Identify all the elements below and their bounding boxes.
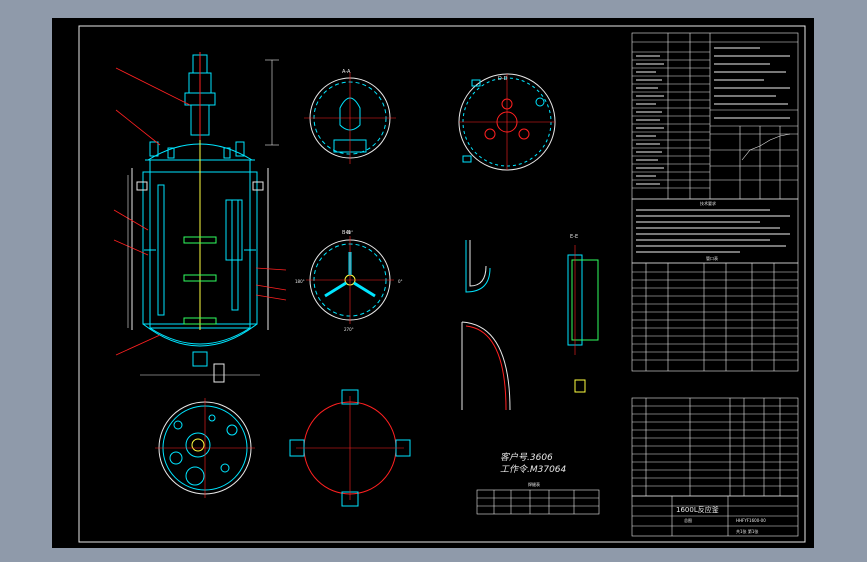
drawing-sheet [52, 18, 814, 548]
section-e-view [567, 245, 599, 393]
parts-list-table [631, 397, 799, 497]
title-sheet-number: 共1张 第1张 [736, 528, 758, 534]
detail-head-view [461, 240, 511, 411]
section-a-view [304, 72, 396, 164]
vessel-leader-lines [113, 67, 287, 356]
section-b-label: B-B [342, 230, 351, 236]
title-drawing-sub: 总图 [684, 517, 692, 523]
design-data-text-lines [636, 47, 790, 185]
section-c-view [289, 389, 411, 507]
nozzle-table [631, 262, 799, 372]
title-block [631, 495, 799, 537]
vessel-elevation-view [131, 52, 269, 383]
work-order-number: 工作令.M37064 [500, 464, 567, 475]
section-e-label: E-E [570, 234, 578, 240]
section-a-label: A-A [342, 69, 351, 75]
angle-label-left: 180° [295, 279, 305, 284]
title-drawing-code: HHFYF1600-00 [736, 518, 766, 523]
section-d-view [458, 73, 556, 171]
vessel-dimensions [127, 59, 279, 376]
nozzle-table-header: 管口表 [706, 255, 718, 261]
customer-number: 客户号.3606 [500, 452, 553, 463]
section-d-label: D-D [498, 76, 508, 82]
technical-notes [631, 198, 799, 264]
angle-label-bottom: 270° [344, 327, 354, 332]
design-table-curve [741, 133, 791, 161]
title-drawing-name: 1600L反应釜 [676, 505, 719, 514]
angle-label-top: 90° [346, 230, 353, 235]
section-b-view [306, 236, 394, 324]
drawing-border [78, 25, 806, 543]
weld-table-header: 焊缝表 [528, 481, 540, 487]
weld-table [476, 489, 600, 515]
notes-header: 技术要求 [700, 200, 716, 206]
angle-label-right: 0° [398, 279, 403, 284]
design-data-table [631, 32, 799, 200]
vessel-top-plan-view [155, 398, 255, 498]
